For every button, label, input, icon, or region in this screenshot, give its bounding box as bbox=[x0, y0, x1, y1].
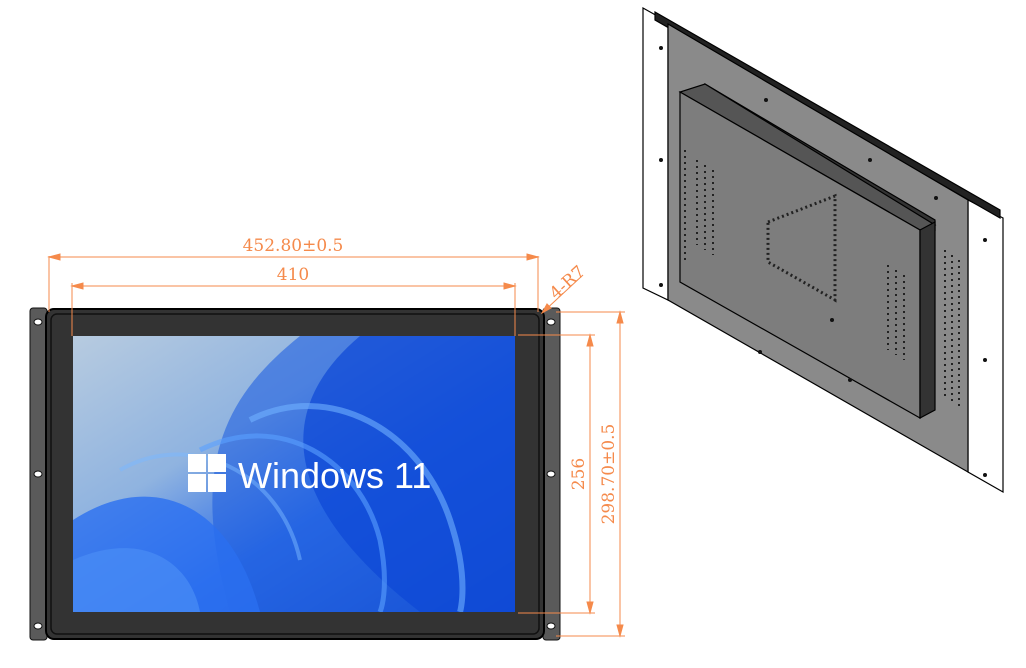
overall-width-label: 452.80±0.5 bbox=[243, 236, 344, 256]
corner-radius-label: 4-R7 bbox=[546, 262, 589, 304]
screen-height-label: 256 bbox=[569, 458, 589, 490]
front-view: Windows 11 bbox=[29, 307, 561, 641]
windows-logo-icon bbox=[188, 454, 226, 492]
windows-11-label: Windows 11 bbox=[238, 455, 431, 496]
overall-height-label: 298.70±0.5 bbox=[599, 424, 619, 525]
screen-wallpaper bbox=[73, 336, 515, 612]
mount-holes bbox=[33, 318, 556, 630]
screen-width-label: 410 bbox=[277, 265, 309, 285]
rear-iso-view bbox=[642, 6, 1004, 494]
dimension-lines bbox=[47, 253, 625, 638]
